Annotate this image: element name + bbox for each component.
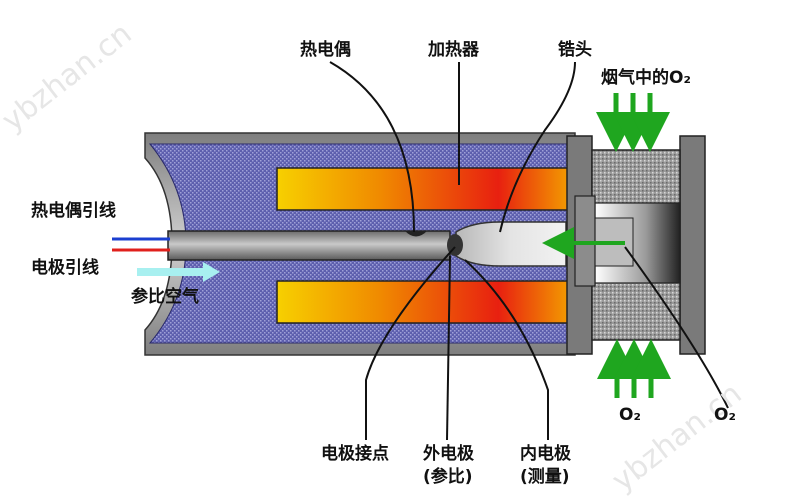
heater-lower bbox=[276, 280, 573, 324]
leader-o2-right bbox=[624, 246, 729, 409]
leader-lines bbox=[329, 61, 729, 441]
thermocouple-junction bbox=[405, 231, 427, 237]
leader-outer-electrode bbox=[446, 255, 451, 441]
zirconia-head bbox=[455, 221, 567, 267]
label-heater: 加热器 bbox=[428, 40, 479, 60]
label-electrode-contact: 电极接点 bbox=[321, 444, 389, 464]
reference-air-arrow-head bbox=[203, 262, 220, 282]
label-thermocouple-lead: 热电偶引线 bbox=[31, 201, 116, 221]
label-zirconia-head: 锆头 bbox=[558, 40, 592, 60]
label-reference-air: 参比空气 bbox=[131, 287, 199, 307]
label-thermocouple: 热电偶 bbox=[300, 40, 351, 60]
flue-gas-arrows-top bbox=[596, 93, 670, 152]
leader-zirconia bbox=[499, 61, 576, 233]
label-o2-bottom: O₂ bbox=[619, 405, 641, 425]
leader-inner-electrode bbox=[464, 259, 549, 440]
label-inner-electrode: 内电极 bbox=[520, 444, 571, 464]
label-inner-electrode-note: (测量) bbox=[520, 467, 570, 487]
label-o2-right: O₂ bbox=[714, 405, 736, 425]
label-electrode-lead: 电极引线 bbox=[31, 258, 99, 278]
leader-electrode-contact bbox=[365, 246, 456, 440]
heater-upper bbox=[276, 167, 573, 211]
label-flue-gas-o2: 烟气中的O₂ bbox=[601, 68, 691, 88]
label-outer-electrode: 外电极 bbox=[423, 444, 474, 464]
reference-air-arrow-shaft bbox=[137, 268, 205, 276]
probe-tube bbox=[167, 230, 451, 261]
flange-right bbox=[679, 135, 706, 355]
leader-thermocouple bbox=[329, 61, 415, 233]
label-outer-electrode-note: (参比) bbox=[423, 467, 473, 487]
o2-arrows-bottom bbox=[597, 339, 671, 398]
